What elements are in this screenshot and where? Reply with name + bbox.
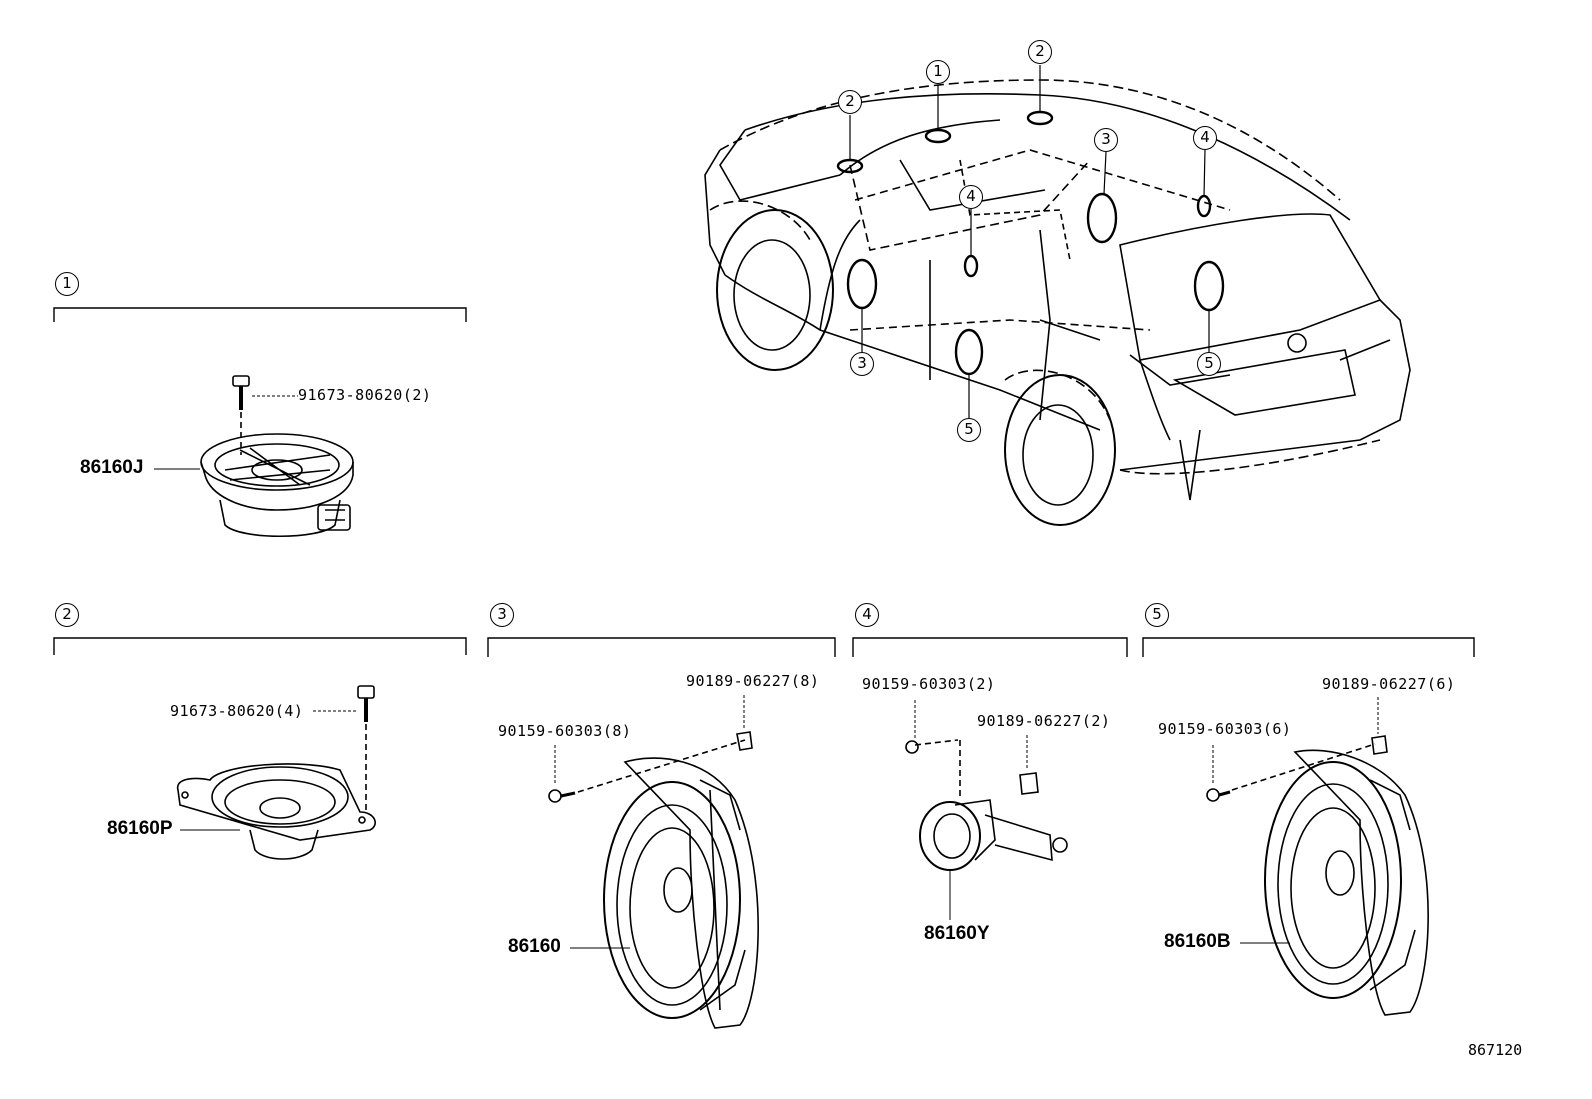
vehicle-callout-5a: 5 — [1197, 352, 1221, 376]
part-number-86160Y: 86160Y — [924, 923, 990, 944]
front-wheel — [709, 200, 834, 371]
part-number-86160: 86160 — [508, 936, 561, 957]
speaker-86160P — [176, 685, 376, 860]
speaker-86160J — [154, 375, 354, 538]
fastener-label: 91673-80620(2) — [298, 386, 432, 404]
section-3-number: 3 — [490, 603, 514, 627]
part-number-86160J: 86160J — [80, 457, 144, 478]
speaker-86160Y — [905, 700, 1068, 920]
fastener-label: 90159-60303(2) — [862, 675, 996, 693]
fastener-label: 90189-06227(6) — [1322, 675, 1456, 693]
vehicle-callout-2a: 2 — [838, 90, 862, 114]
vehicle-callout-2b: 2 — [1028, 40, 1052, 64]
section-2-number: 2 — [55, 603, 79, 627]
vehicle-leaders — [849, 65, 1210, 418]
fastener-label: 90159-60303(8) — [498, 722, 632, 740]
part-number-86160B: 86160B — [1164, 931, 1231, 952]
rear-wheel — [1004, 369, 1116, 526]
fastener-label: 90159-60303(6) — [1158, 720, 1292, 738]
section-5-number: 5 — [1145, 603, 1169, 627]
fastener-label: 90189-06227(8) — [686, 672, 820, 690]
vehicle-callout-4b: 4 — [959, 185, 983, 209]
fastener-label: 91673-80620(4) — [170, 702, 304, 720]
section-1-number: 1 — [55, 272, 79, 296]
section-4-number: 4 — [855, 603, 879, 627]
fastener-label: 90189-06227(2) — [977, 712, 1111, 730]
vehicle-callout-5b: 5 — [957, 418, 981, 442]
vehicle-callout-3a: 3 — [1094, 128, 1118, 152]
diagram-code: 867120 — [1468, 1041, 1523, 1059]
speaker-markers — [836, 110, 1225, 376]
vehicle-callout-3b: 3 — [850, 352, 874, 376]
speaker-86160B — [1206, 697, 1429, 1016]
vehicle-callout-4a: 4 — [1193, 126, 1217, 150]
vehicle-outline — [704, 79, 1411, 501]
vehicle-callout-1: 1 — [926, 60, 950, 84]
part-number-86160P: 86160P — [107, 818, 173, 839]
speaker-86160 — [548, 695, 759, 1029]
section-brackets — [53, 307, 1475, 657]
